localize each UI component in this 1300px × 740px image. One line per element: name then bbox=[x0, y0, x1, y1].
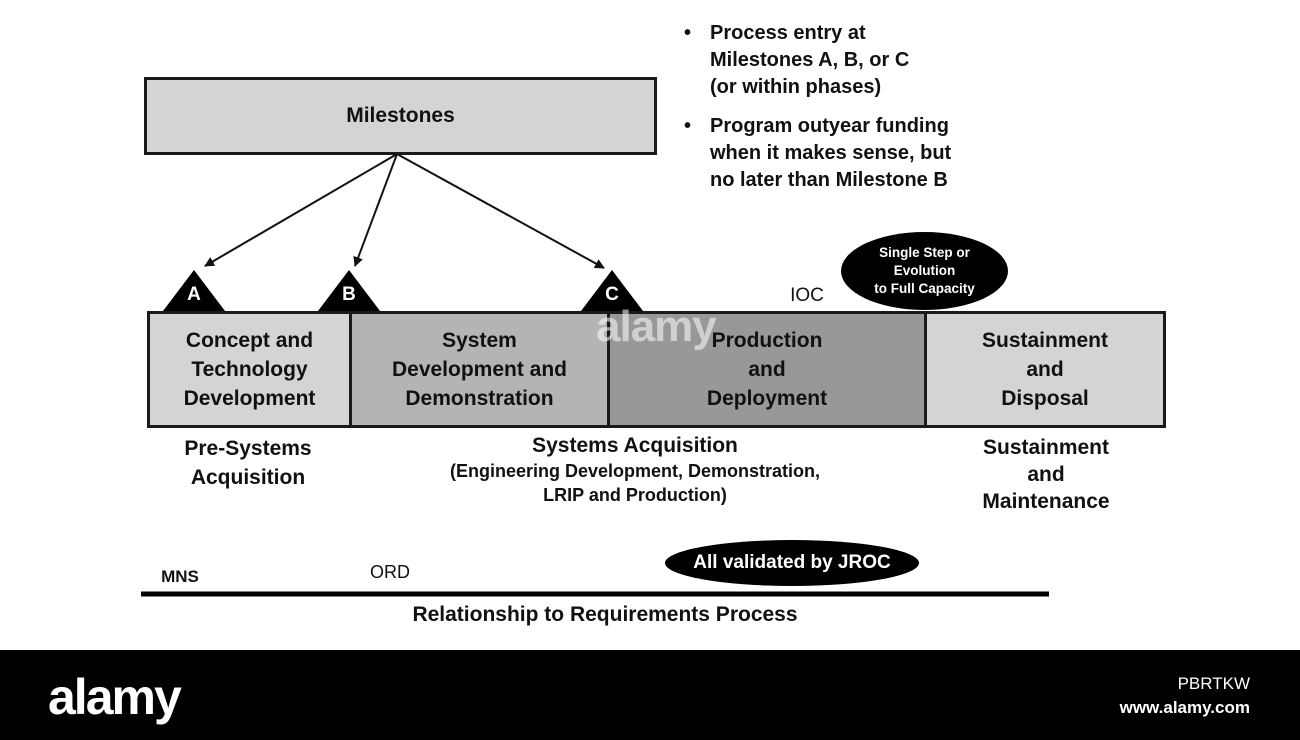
milestone-arrows bbox=[141, 153, 1049, 597]
mns-label: MNS bbox=[161, 567, 199, 586]
milestone-c-triangle bbox=[581, 270, 643, 311]
alamy-logo: alamy bbox=[48, 669, 182, 725]
note-process-entry: •Process entry at Milestones A, B, or C … bbox=[684, 22, 910, 98]
ioc-label: IOC bbox=[790, 285, 824, 306]
single-step-oval: Single Step or Evolution to Full Capacit… bbox=[841, 232, 1008, 310]
milestone-b-triangle bbox=[318, 270, 380, 311]
milestone-c-label: C bbox=[605, 284, 619, 305]
acquisition-process-diagram: Milestones •Process entry at Milestones … bbox=[141, 20, 1166, 626]
milestones-label: Milestones bbox=[346, 104, 455, 127]
requirements-caption: Relationship to Requirements Process bbox=[412, 603, 798, 626]
arrow-to-b bbox=[353, 153, 398, 267]
center-watermark: alamy bbox=[596, 302, 717, 351]
phase-system-development: System Development and Demonstration bbox=[349, 311, 610, 428]
arrow-to-c bbox=[396, 153, 605, 269]
jroc-oval: All validated by JROC bbox=[665, 540, 919, 586]
milestone-b-label: B bbox=[342, 284, 356, 305]
milestone-a-triangle bbox=[163, 270, 225, 311]
milestones-box: Milestones bbox=[144, 77, 657, 155]
phase-production-deployment: Production and Deployment bbox=[607, 311, 927, 428]
ord-label: ORD bbox=[370, 562, 410, 582]
pre-systems-acquisition-label: Pre-Systems Acquisition bbox=[184, 437, 312, 489]
arrow-to-a bbox=[204, 153, 398, 267]
sustainment-maintenance-label: Sustainment and Maintenance bbox=[982, 436, 1110, 513]
milestone-a-label: A bbox=[187, 284, 201, 305]
note-outyear-funding: •Program outyear funding when it makes s… bbox=[684, 115, 952, 191]
systems-acquisition-title: Systems Acquisition bbox=[532, 434, 738, 457]
phase-concept-technology: Concept and Technology Development bbox=[147, 311, 352, 428]
watermark-url: www.alamy.com bbox=[1119, 698, 1250, 717]
systems-acquisition-detail: (Engineering Development, Demonstration,… bbox=[449, 461, 821, 505]
notes-list: •Process entry at Milestones A, B, or C … bbox=[684, 20, 1024, 206]
phase-sustainment-disposal: Sustainment and Disposal bbox=[924, 311, 1166, 428]
watermark-footer: alamy PBRTKW www.alamy.com bbox=[0, 650, 1300, 740]
image-id: PBRTKW bbox=[1177, 674, 1250, 693]
